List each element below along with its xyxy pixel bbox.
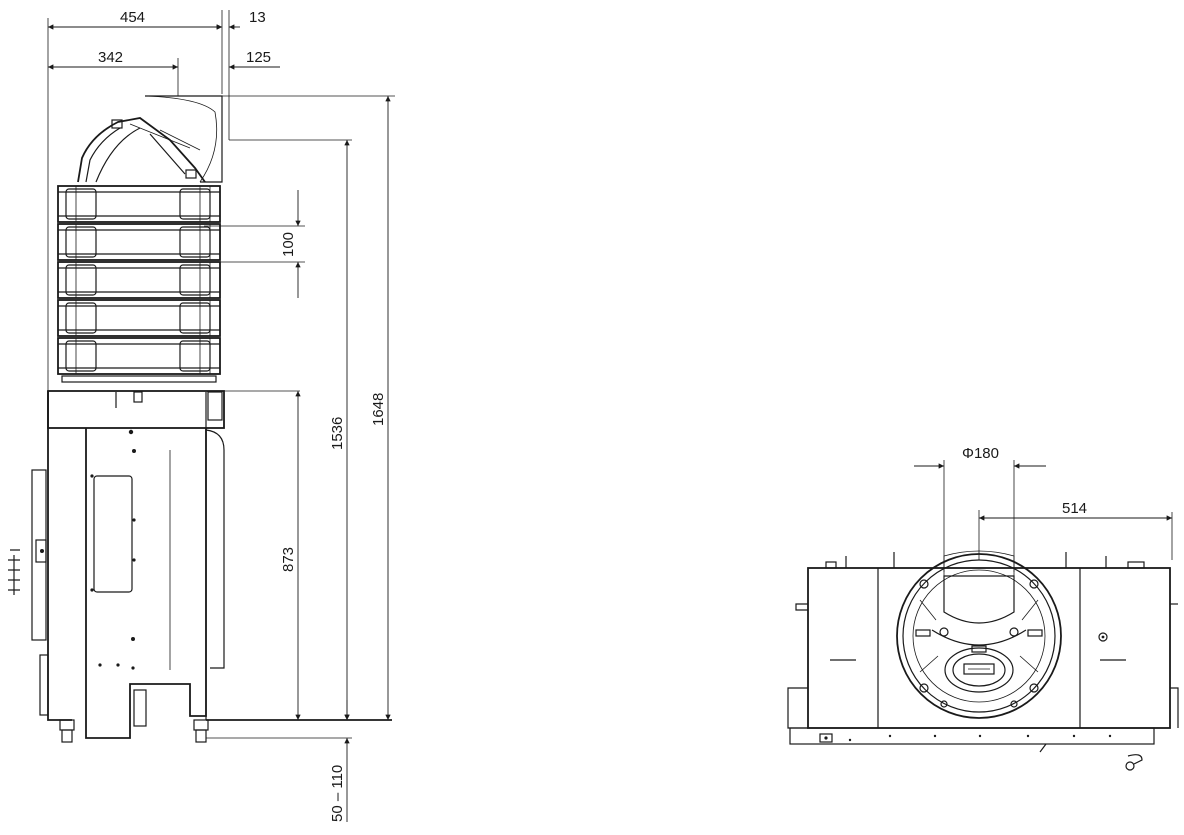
top-view-body [787, 552, 1179, 771]
flue-hood [77, 95, 223, 183]
dim-overall-depth: 454 [48, 9, 222, 30]
dim-overall-height: 1648 [370, 96, 391, 720]
dim-body-height: 873 [280, 391, 301, 720]
dim-height-to-top-label: 1536 [329, 417, 346, 450]
top-view: Φ180 514 [787, 445, 1179, 771]
dim-outlet-position-label: 342 [98, 49, 123, 66]
dim-flue-center-offset: 514 [979, 500, 1172, 521]
dim-leg-adjustment: 50 – 110 [329, 700, 350, 822]
dim-overall-height-label: 1648 [370, 393, 387, 426]
dim-outlet-position: 342 [48, 49, 178, 70]
dim-ring-height-label: 100 [280, 232, 297, 257]
dim-body-height-label: 873 [280, 547, 297, 572]
ring-stack [57, 185, 221, 383]
dim-outlet-offset-label: 125 [246, 49, 271, 66]
dim-outlet-offset: 125 [229, 49, 280, 70]
dim-flue-diameter-label: Φ180 [962, 445, 999, 462]
dim-overall-depth-label: 454 [120, 9, 145, 26]
dim-flue-diameter: Φ180 [914, 445, 1046, 469]
combustion-chamber [896, 550, 1062, 719]
dim-flue-center-offset-label: 514 [1062, 500, 1087, 517]
dim-height-to-top: 1536 [329, 140, 350, 720]
dim-ring-height: 100 [280, 190, 301, 298]
side-view: 454 13 342 125 [8, 9, 395, 822]
dim-top-offset: 13 [200, 9, 266, 30]
dim-leg-adjustment-label: 50 – 110 [329, 765, 346, 822]
dim-top-offset-label: 13 [249, 9, 266, 26]
stove-body [8, 390, 392, 743]
